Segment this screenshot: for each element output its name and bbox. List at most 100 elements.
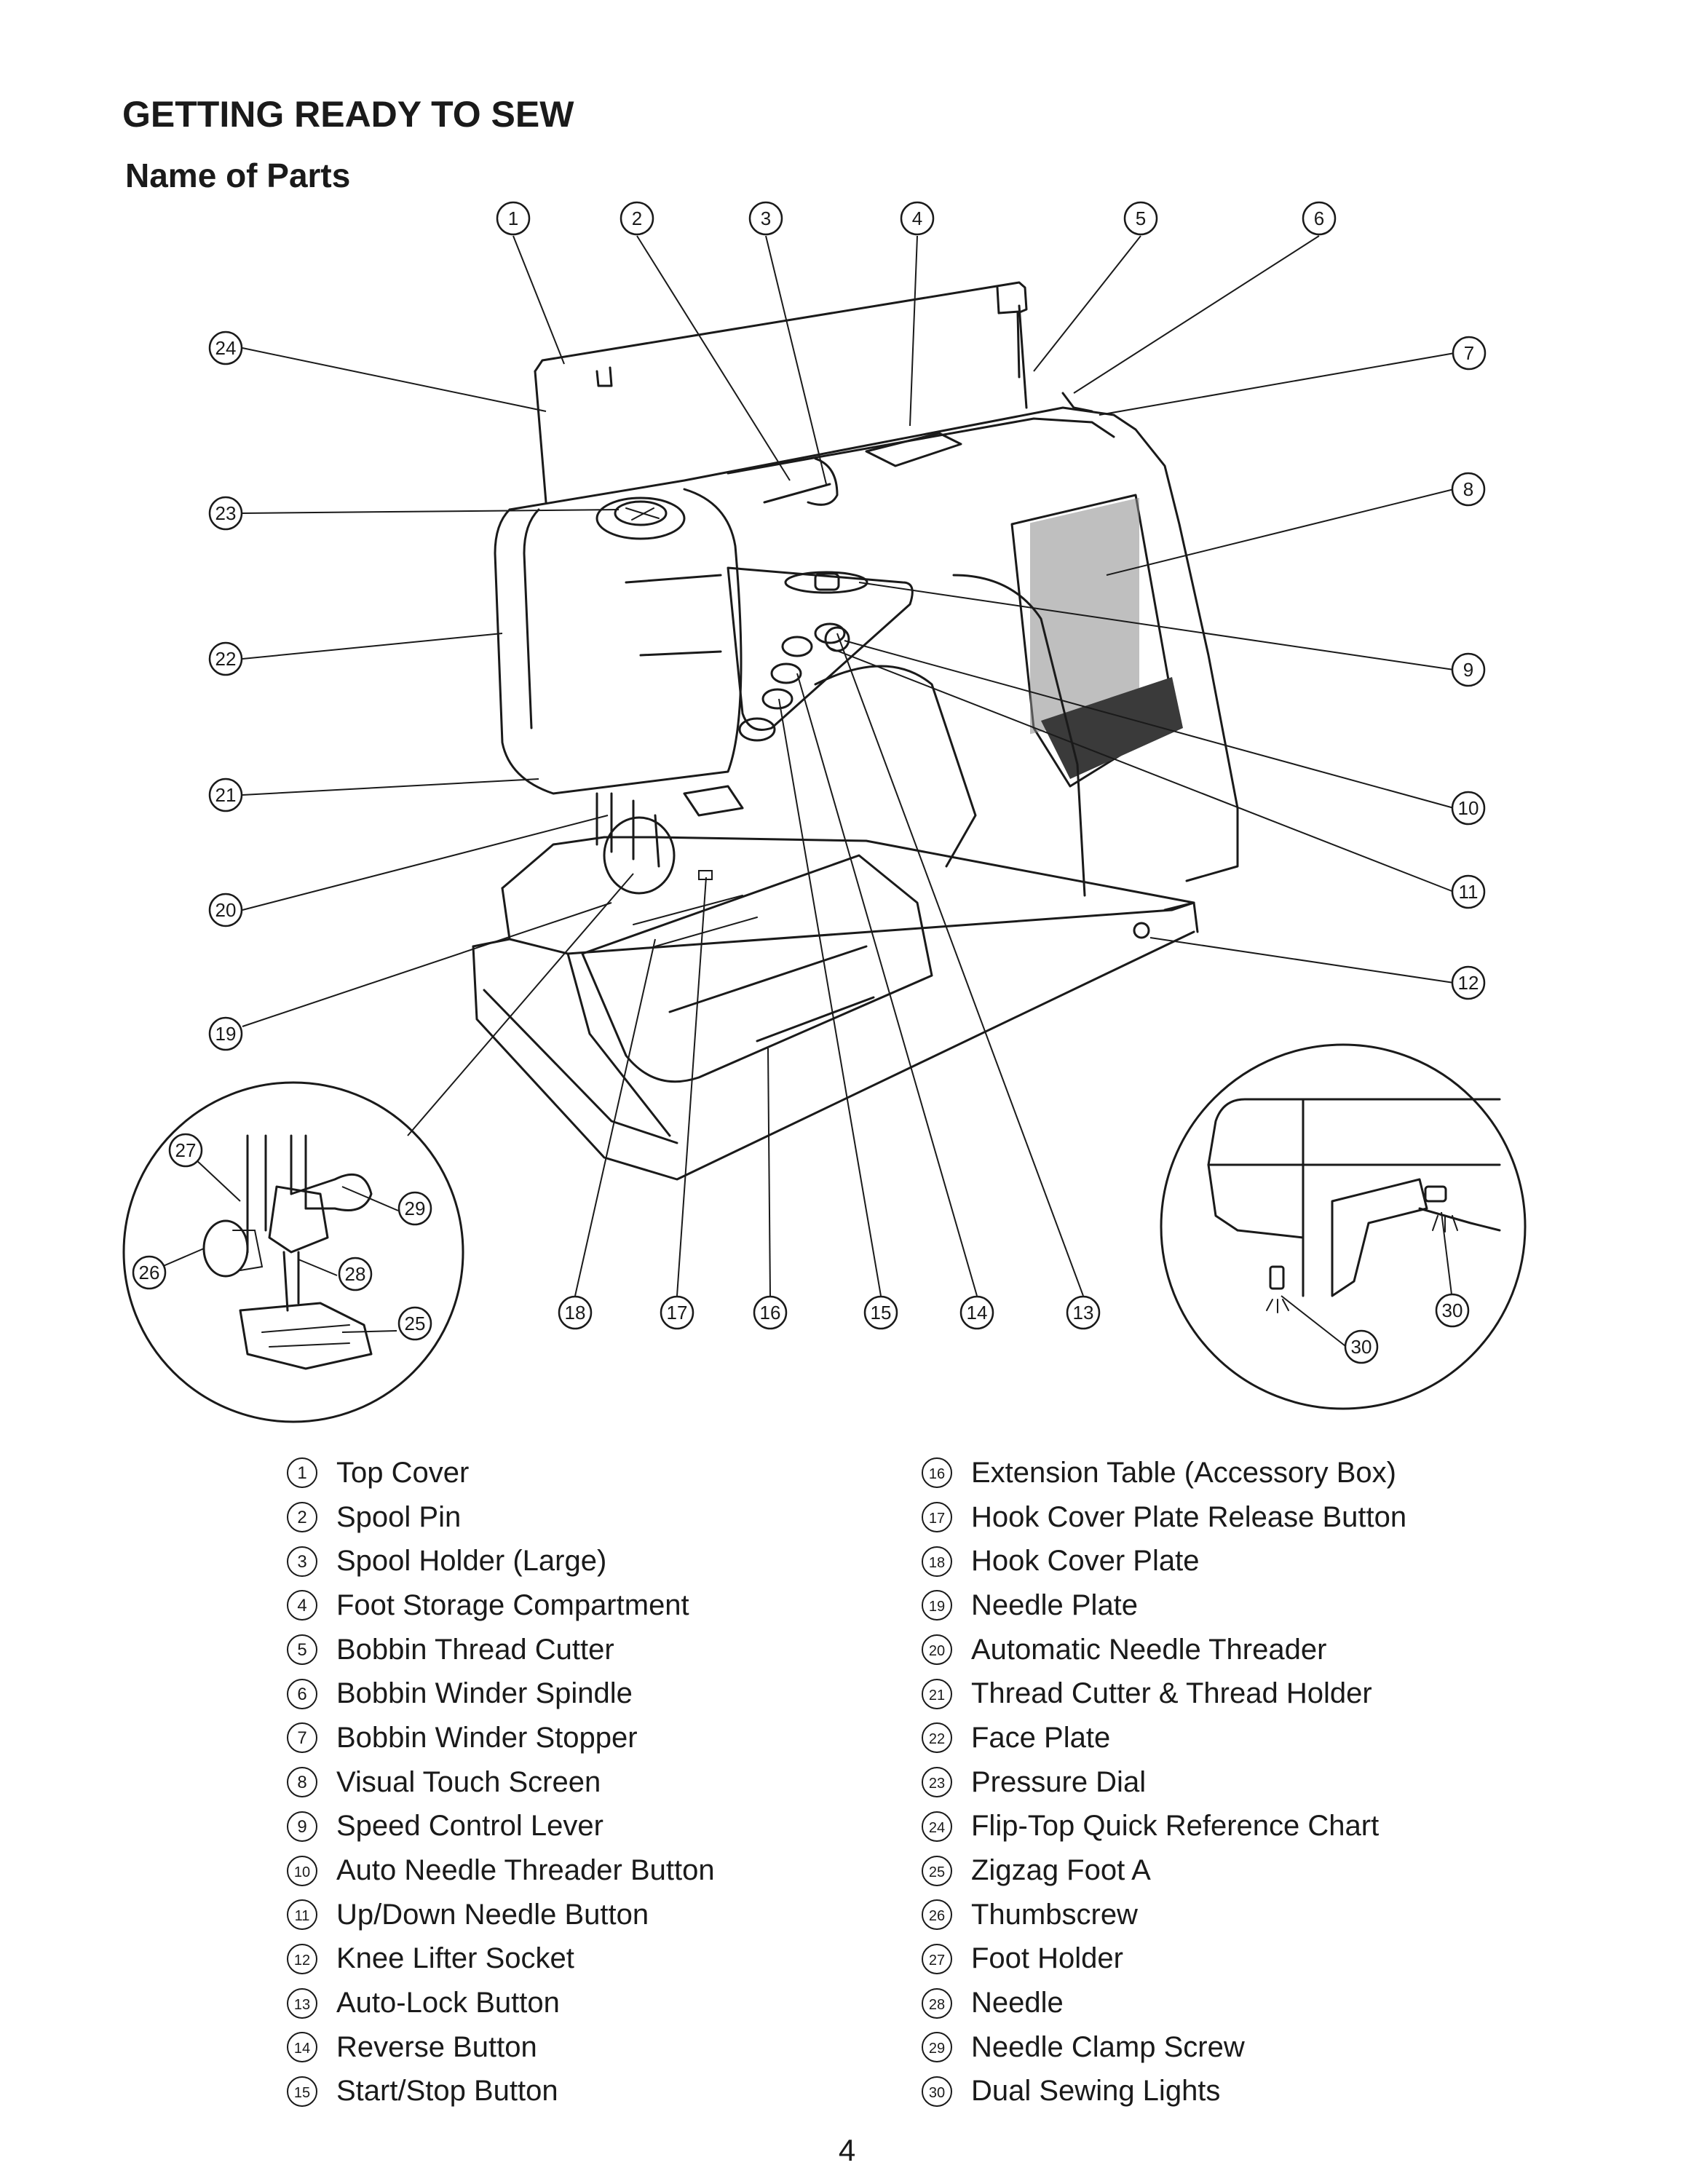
callout-number: 10 <box>1458 797 1479 819</box>
callout-circle <box>397 1191 432 1226</box>
callout-circle <box>1435 1293 1470 1328</box>
part-item: 20 Automatic Needle Threader <box>920 1628 1406 1672</box>
part-number-23: 23 <box>920 1765 954 1799</box>
part-number-4: 4 <box>285 1588 319 1622</box>
svg-text:8: 8 <box>297 1773 306 1792</box>
part-number-29: 29 <box>920 2030 954 2064</box>
part-number-18: 18 <box>920 1545 954 1578</box>
part-name-20: Automatic Needle Threader <box>971 1633 1327 1666</box>
sewing-lights-inset <box>1160 1043 1527 1410</box>
callout-6: 6 <box>1302 201 1337 236</box>
callout-3: 3 <box>748 201 783 236</box>
callout-number: 30 <box>1351 1336 1372 1358</box>
svg-text:16: 16 <box>929 1466 945 1482</box>
callout-number: 28 <box>345 1263 366 1285</box>
callout-29: 29 <box>397 1191 432 1226</box>
svg-text:11: 11 <box>295 1908 310 1924</box>
callout-circle <box>208 1016 243 1051</box>
part-number-12: 12 <box>285 1942 319 1976</box>
svg-text:12: 12 <box>294 1952 310 1969</box>
callout-27: 27 <box>168 1133 203 1168</box>
part-number-26: 26 <box>920 1898 954 1931</box>
part-number-30: 30 <box>920 2075 954 2108</box>
part-name-23: Pressure Dial <box>971 1765 1147 1798</box>
callout-circle <box>748 201 783 236</box>
callout-15: 15 <box>863 1295 898 1330</box>
callout-number: 1 <box>508 207 518 229</box>
svg-text:17: 17 <box>929 1511 945 1527</box>
svg-text:4: 4 <box>297 1596 306 1615</box>
part-name-24: Flip-Top Quick Reference Chart <box>971 1810 1380 1843</box>
callout-26: 26 <box>132 1255 167 1290</box>
callout-4: 4 <box>900 201 935 236</box>
part-number-5: 5 <box>285 1633 319 1666</box>
callout-14: 14 <box>959 1295 994 1330</box>
callout-number: 17 <box>667 1302 688 1324</box>
part-number-22: 22 <box>920 1721 954 1754</box>
part-number-13: 13 <box>285 1987 319 2020</box>
callout-circle <box>1451 472 1486 507</box>
callout-number: 25 <box>405 1313 426 1334</box>
callout-number: 24 <box>215 337 237 359</box>
callout-circle <box>208 331 243 365</box>
callout-circle <box>397 1306 432 1341</box>
part-number-8: 8 <box>285 1765 319 1799</box>
callout-number: 27 <box>175 1139 197 1161</box>
callout-circle <box>558 1295 593 1330</box>
callout-number: 16 <box>760 1302 781 1324</box>
svg-text:22: 22 <box>929 1731 945 1747</box>
callout-9: 9 <box>1451 652 1486 687</box>
svg-text:7: 7 <box>297 1728 306 1748</box>
sewing-machine-diagram: 1234567891011121314151617181920212223242… <box>122 201 1527 1423</box>
part-name-26: Thumbscrew <box>971 1898 1138 1931</box>
callout-circle <box>1123 201 1158 236</box>
callout-number: 13 <box>1073 1302 1094 1324</box>
svg-text:19: 19 <box>929 1599 945 1615</box>
svg-text:9: 9 <box>297 1817 306 1837</box>
callout-number: 11 <box>1459 881 1479 903</box>
sewing-machine-illustration <box>472 281 1239 1181</box>
part-number-11: 11 <box>285 1898 319 1931</box>
callout-number: 22 <box>215 648 237 670</box>
callout-circle <box>132 1255 167 1290</box>
part-name-14: Reverse Button <box>336 2030 537 2063</box>
callout-number: 4 <box>912 207 922 229</box>
callout-circle <box>1344 1329 1379 1364</box>
part-number-28: 28 <box>920 1987 954 2020</box>
callout-7: 7 <box>1452 336 1487 371</box>
part-number-9: 9 <box>285 1810 319 1843</box>
callout-number: 30 <box>1442 1299 1463 1321</box>
part-name-5: Bobbin Thread Cutter <box>336 1633 614 1666</box>
svg-text:15: 15 <box>294 2085 310 2101</box>
callout-circle <box>753 1295 788 1330</box>
callout-number: 23 <box>215 502 237 524</box>
callout-circle <box>1452 336 1487 371</box>
callout-number: 20 <box>215 899 237 921</box>
part-number-25: 25 <box>920 1854 954 1888</box>
callout-21: 21 <box>208 778 243 812</box>
section-title: GETTING READY TO SEW <box>122 94 574 135</box>
part-name-4: Foot Storage Compartment <box>336 1588 689 1621</box>
callout-circle <box>1451 874 1486 909</box>
part-item: 5 Bobbin Thread Cutter <box>285 1628 715 1672</box>
part-name-22: Face Plate <box>971 1721 1111 1754</box>
svg-text:6: 6 <box>297 1685 306 1704</box>
svg-text:20: 20 <box>929 1643 945 1659</box>
callout-number: 8 <box>1463 478 1473 500</box>
callout-circle <box>1451 791 1486 826</box>
